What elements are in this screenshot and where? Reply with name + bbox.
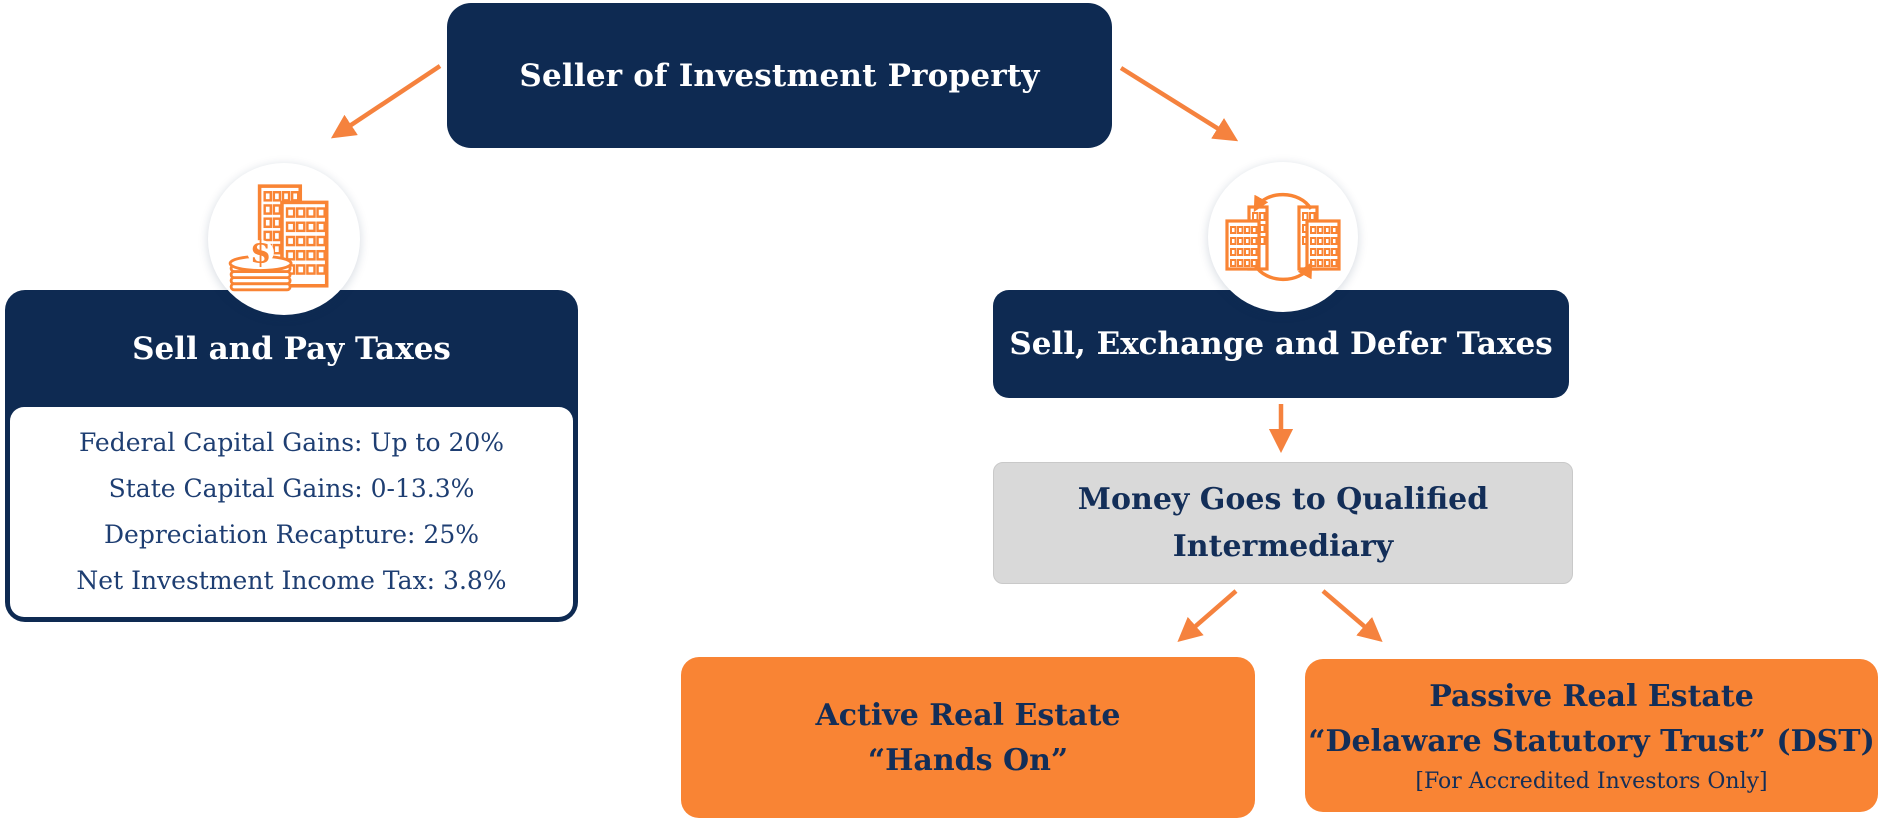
intermediary-box: Money Goes to Qualified Intermediary <box>993 462 1573 584</box>
exchange-arrow-top <box>1253 193 1313 213</box>
passive-line: “Delaware Statutory Trust” (DST) <box>1308 724 1875 759</box>
passive-option-box: Passive Real Estate “Delaware Statutory … <box>1305 659 1878 812</box>
dollar-sign-icon: $ <box>250 234 271 270</box>
sell-icon-circle: $ <box>208 163 360 315</box>
intermediary-line: Money Goes to Qualified <box>1077 482 1489 517</box>
tax-list-item: Net Investment Income Tax: 3.8% <box>76 566 507 595</box>
sell-tax-panel: Federal Capital Gains: Up to 20% State C… <box>10 407 573 617</box>
tax-list-item: Federal Capital Gains: Up to 20% <box>78 428 505 457</box>
tax-list: Federal Capital Gains: Up to 20% State C… <box>10 420 573 604</box>
arrow-intermediary-to-active <box>1177 589 1238 642</box>
tax-list-item: Depreciation Recapture: 25% <box>104 520 479 549</box>
buildings-money-icon: $ <box>228 184 329 292</box>
arrow-intermediary-to-passive <box>1321 589 1383 642</box>
sell-title: Sell and Pay Taxes <box>132 330 451 367</box>
passive-note: [For Accredited Investors Only] <box>1415 769 1768 794</box>
active-line: Active Real Estate <box>815 697 1121 733</box>
active-option-box: Active Real Estate “Hands On” <box>681 657 1255 818</box>
money-stack: $ <box>228 234 293 292</box>
buildings-exchange-icon <box>1225 193 1341 281</box>
exchange-title: Sell, Exchange and Defer Taxes <box>1009 326 1553 362</box>
root-box: Seller of Investment Property <box>447 3 1112 148</box>
root-title: Seller of Investment Property <box>519 57 1040 94</box>
sell-box: Sell and Pay Taxes Federal Capital Gains… <box>5 290 578 622</box>
tax-list-item: State Capital Gains: 0-13.3% <box>108 474 475 503</box>
intermediary-line: Intermediary <box>1172 529 1394 564</box>
active-line: “Hands On” <box>867 742 1069 778</box>
exchange-box: Sell, Exchange and Defer Taxes <box>993 290 1569 398</box>
exchange-arrow-bottom <box>1253 261 1313 281</box>
arrow-root-to-sell <box>330 64 442 139</box>
passive-line: Passive Real Estate <box>1429 679 1754 714</box>
exchange-icon-circle <box>1208 162 1358 312</box>
arrow-root-to-exchange <box>1119 66 1239 142</box>
